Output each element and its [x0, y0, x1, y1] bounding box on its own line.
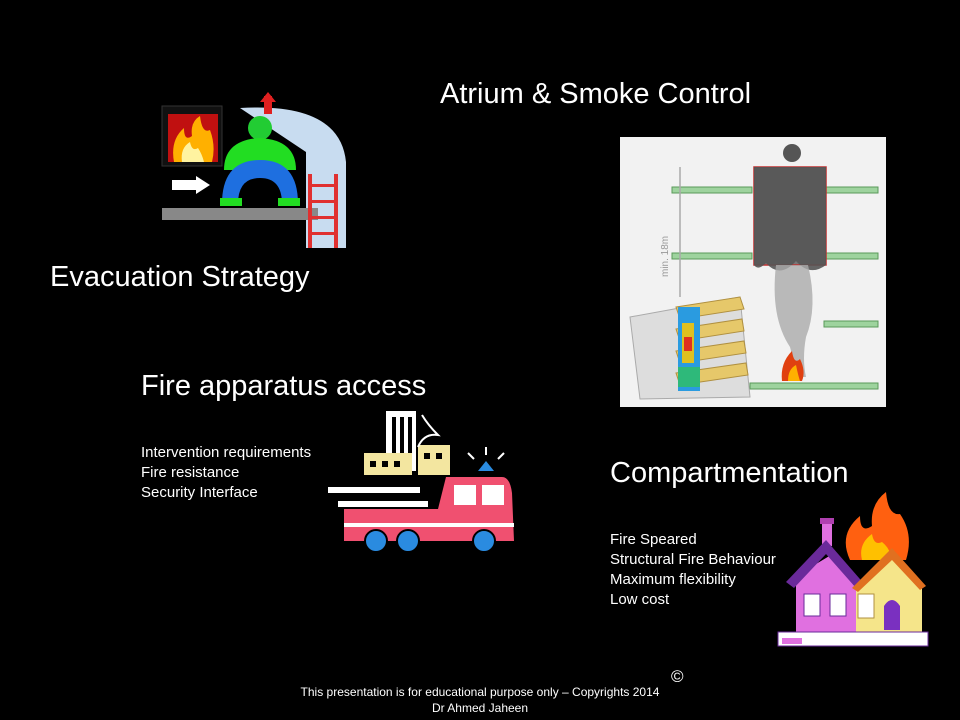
evacuation-title: Evacuation Strategy	[50, 261, 310, 293]
list-item: Fire resistance	[141, 464, 240, 481]
list-item: Structural Fire Behaviour	[610, 551, 776, 568]
footer-author: Dr Ahmed Jaheen	[431, 701, 529, 715]
atrium-smoke-diagram: min. 18m	[620, 137, 886, 407]
list-item: Fire Speared	[610, 531, 697, 548]
fire-access-list: Intervention requirements Fire resistanc…	[141, 443, 311, 503]
footer-line: This presentation is for educational pur…	[300, 685, 660, 699]
list-item: Security Interface	[141, 484, 258, 501]
atrium-title: Atrium & Smoke Control	[440, 78, 752, 110]
fire-access-title: Fire apparatus access	[141, 370, 427, 402]
evacuation-clipart-icon	[161, 92, 346, 248]
fire-engine-clipart-icon	[328, 411, 514, 553]
copyright-symbol: ©	[671, 667, 684, 686]
burning-house-clipart-icon	[777, 492, 929, 647]
list-item: Low cost	[610, 591, 670, 608]
compartmentation-list: Fire Speared Structural Fire Behaviour M…	[610, 530, 776, 610]
footer: This presentation is for educational pur…	[240, 684, 720, 716]
list-item: Intervention requirements	[141, 444, 312, 461]
list-item: Maximum flexibility	[610, 571, 736, 588]
compartmentation-title: Compartmentation	[610, 457, 849, 489]
dimension-label: min. 18m	[660, 236, 671, 277]
